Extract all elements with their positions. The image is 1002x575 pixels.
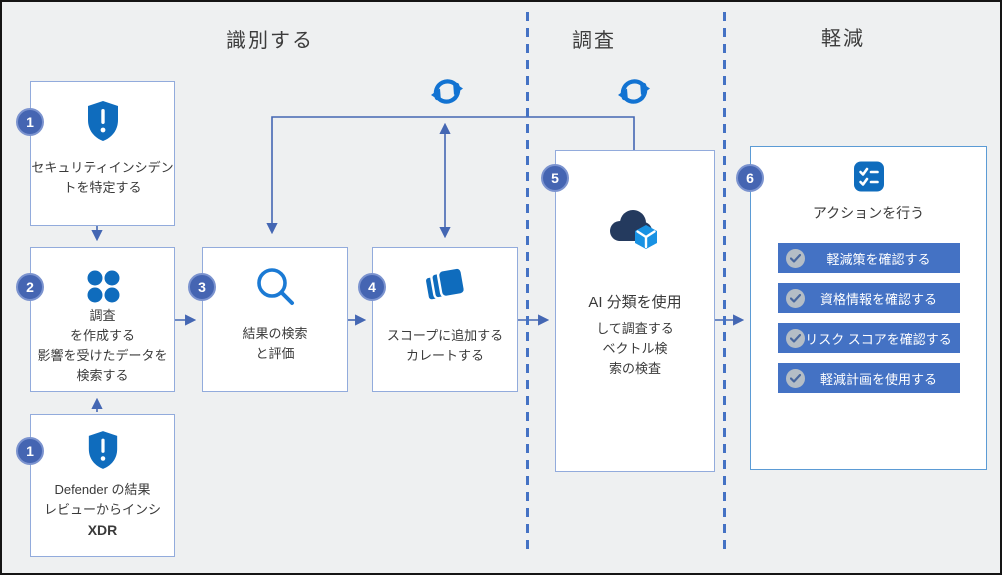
action-button-label: 軽減策を確認する xyxy=(826,251,931,267)
node-create-investigation: 2 調査 を作成する 影響を受けたデータを 検索する xyxy=(16,247,175,392)
action-button-list: 軽減策を確認する 資格情報を確認する リスク スコアを確認する 軽減計画を使用す… xyxy=(778,243,960,393)
phase-header-investigate: 調査 xyxy=(572,30,616,52)
shield-alert-icon xyxy=(86,430,120,475)
step-badge: 1 xyxy=(16,437,44,465)
step-badge: 3 xyxy=(188,273,216,301)
node-defender-xdr: 1 Defender の結果 レビューからインシ XDR xyxy=(16,414,175,557)
step-badge: 5 xyxy=(541,164,569,192)
step-badge: 4 xyxy=(358,273,386,301)
check-circle-icon xyxy=(786,288,805,308)
phase-divider xyxy=(526,12,529,554)
node-ai-triage: 5 AI 分類を使用 して調査する ベクトル検 索 xyxy=(541,150,715,472)
node-label: Defender の結果 レビューからインシ XDR xyxy=(43,482,161,538)
action-button-label: 軽減計画を使用する xyxy=(819,371,937,387)
action-button-label: リスク スコアを確認する xyxy=(805,331,952,347)
layers-icon xyxy=(423,266,467,311)
phase-divider xyxy=(723,12,726,554)
action-button: 軽減策を確認する xyxy=(778,243,960,273)
node-title: アクションを行う xyxy=(812,205,925,221)
checklist-icon xyxy=(853,161,884,197)
sync-icon xyxy=(618,79,650,104)
node-add-scope: 4 スコープに追加する カレートする xyxy=(358,247,518,392)
action-button-label: 資格情報を確認する xyxy=(819,291,937,307)
node-search-results: 3 結果の検索 と評価 xyxy=(188,247,348,392)
node-label: AI 分類を使用 して調査する ベクトル検 索の検査 xyxy=(588,294,682,376)
node-label: スコープに追加する カレートする xyxy=(386,328,504,363)
action-button: リスク スコアを確認する xyxy=(778,323,960,353)
node-label: 調査 を作成する 影響を受けたデータを 検索する xyxy=(37,308,168,383)
dots-grid-icon xyxy=(85,268,121,309)
check-circle-icon xyxy=(786,368,805,388)
shield-alert-icon xyxy=(85,100,121,147)
step-badge: 6 xyxy=(736,164,764,192)
cloud-cube-icon xyxy=(606,206,664,259)
phase-header-mitigate: 軽減 xyxy=(821,28,865,50)
node-identify-incident: 1 セキュリティインシデン トを特定する xyxy=(16,81,175,226)
node-label: 結果の検索 と評価 xyxy=(242,326,308,361)
check-circle-icon xyxy=(786,328,805,348)
action-button: 資格情報を確認する xyxy=(778,283,960,313)
step-badge: 1 xyxy=(16,108,44,136)
node-label: セキュリティインシデン トを特定する xyxy=(31,160,174,195)
check-circle-icon xyxy=(786,248,805,268)
search-icon xyxy=(255,266,295,311)
phase-header-identify: 識別する xyxy=(226,30,314,52)
node-take-action: 6 アクションを行う 軽減策を確認する 資格情報を確認する xyxy=(736,146,987,470)
step-badge: 2 xyxy=(16,273,44,301)
sync-icon xyxy=(431,79,463,104)
action-button: 軽減計画を使用する xyxy=(778,363,960,393)
